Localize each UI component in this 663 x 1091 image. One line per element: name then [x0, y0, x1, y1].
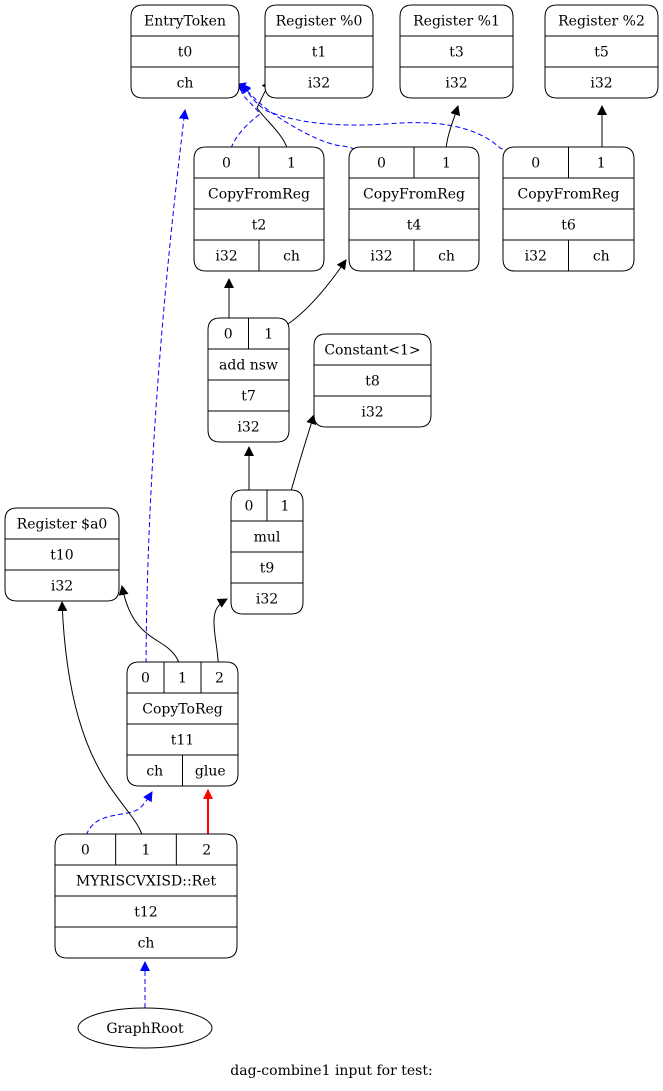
node-cfr4-label: CopyFromReg — [363, 187, 465, 203]
node-rega0-label: Register $a0 — [17, 517, 108, 533]
node-cfr2-label: t2 — [252, 218, 267, 234]
node-cfr6-label: ch — [593, 249, 610, 265]
node-entry: EntryToken t0 ch — [130, 4, 240, 99]
node-cfr6-label: 1 — [597, 156, 606, 172]
node-reg2-box — [544, 4, 659, 99]
node-ctr-label: ch — [146, 764, 163, 780]
node-root-ellipse — [77, 1007, 213, 1049]
node-reg1-label: i32 — [445, 76, 467, 92]
node-const: Constant<1> t8 i32 — [313, 333, 432, 428]
node-rega0-box — [4, 507, 120, 602]
node-root-label: GraphRoot — [106, 1021, 184, 1037]
node-reg2-label: t5 — [594, 45, 609, 61]
node-cfr2-label: CopyFromReg — [208, 187, 310, 203]
node-mul-label: t9 — [260, 561, 275, 577]
node-add-label: add nsw — [219, 358, 278, 374]
node-ctr-label: glue — [195, 764, 226, 780]
node-reg1-label: t3 — [449, 45, 464, 61]
node-cfr4-label: 0 — [377, 156, 386, 172]
node-cfr2-label: i32 — [215, 249, 237, 265]
node-ret-label: 2 — [202, 843, 211, 859]
node-cfr6-label: CopyFromReg — [518, 187, 620, 203]
node-mul-label: mul — [254, 530, 281, 546]
node-reg0-label: t1 — [312, 45, 327, 61]
node-ret-label: t12 — [134, 905, 157, 921]
node-cfr4-label: 1 — [442, 156, 451, 172]
node-add: 0 1 add nsw t7 i32 — [207, 317, 290, 443]
node-entry-label: ch — [177, 76, 194, 92]
node-ctr-label: 0 — [141, 671, 150, 687]
node-cfr6-label: 0 — [531, 156, 540, 172]
node-ret-label: MYRISCVXISD::Ret — [76, 874, 217, 890]
node-reg0-label: Register %0 — [276, 14, 363, 30]
node-cfr4-label: t4 — [407, 218, 422, 234]
node-reg2-label: Register %2 — [558, 14, 645, 30]
node-cfr6-label: i32 — [525, 249, 547, 265]
node-rega0-label: i32 — [51, 579, 73, 595]
node-const-label: Constant<1> — [324, 343, 420, 359]
edge-cfr4-0-to-entry — [240, 83, 384, 165]
node-reg1-box — [399, 4, 514, 99]
node-reg2-label: i32 — [590, 76, 612, 92]
node-cfr4-label: ch — [438, 249, 455, 265]
node-rega0: Register $a0 t10 i32 — [4, 507, 120, 602]
node-mul-label: i32 — [256, 592, 278, 608]
edge-cfr6-0-to-entry — [241, 83, 540, 165]
node-ret-label: 0 — [81, 843, 90, 859]
node-cfr2-label: 0 — [222, 156, 231, 172]
node-reg0-label: i32 — [308, 76, 330, 92]
node-entry-label: EntryToken — [144, 14, 226, 30]
node-reg0: Register %0 t1 i32 — [264, 4, 374, 99]
node-ctr-label: t11 — [171, 733, 194, 749]
node-ctr-label: 1 — [178, 671, 187, 687]
graph-caption: dag-combine1 input for test: — [230, 1063, 432, 1079]
node-const-box — [313, 333, 432, 428]
node-cfr2-label: ch — [283, 249, 300, 265]
node-ctr-label: 2 — [215, 671, 224, 687]
node-const-label: i32 — [361, 405, 383, 421]
node-reg1: Register %1 t3 i32 — [399, 4, 514, 99]
node-ret-label: 1 — [142, 843, 151, 859]
node-reg2: Register %2 t5 i32 — [544, 4, 659, 99]
node-reg0-box — [264, 4, 374, 99]
node-ret-label: ch — [138, 936, 155, 952]
edge-ctr-0-to-entry — [145, 109, 189, 680]
node-add-label: i32 — [237, 420, 259, 436]
node-reg1-label: Register %1 — [413, 14, 500, 30]
node-mul-label: 0 — [245, 499, 254, 515]
node-entry-box — [130, 4, 240, 99]
node-root: GraphRoot — [77, 1007, 213, 1049]
node-ctr-label: CopyToReg — [142, 702, 223, 718]
node-const-label: t8 — [365, 374, 380, 390]
node-add-label: 1 — [264, 327, 273, 343]
node-add-label: 0 — [224, 327, 233, 343]
edge-ctr-2-to-mul — [213, 598, 228, 680]
edge-ret-1-to-rega0 — [57, 601, 146, 852]
node-cfr2-label: 1 — [287, 156, 296, 172]
edges-layer — [57, 80, 607, 1008]
node-entry-label: t0 — [178, 45, 193, 61]
edge-ret-0-to-ctr — [83, 791, 153, 852]
node-add-label: t7 — [241, 389, 256, 405]
node-cfr4-label: i32 — [370, 249, 392, 265]
node-cfr6-label: t6 — [561, 218, 576, 234]
node-rega0-label: t10 — [50, 548, 73, 564]
node-mul-label: 1 — [281, 499, 290, 515]
